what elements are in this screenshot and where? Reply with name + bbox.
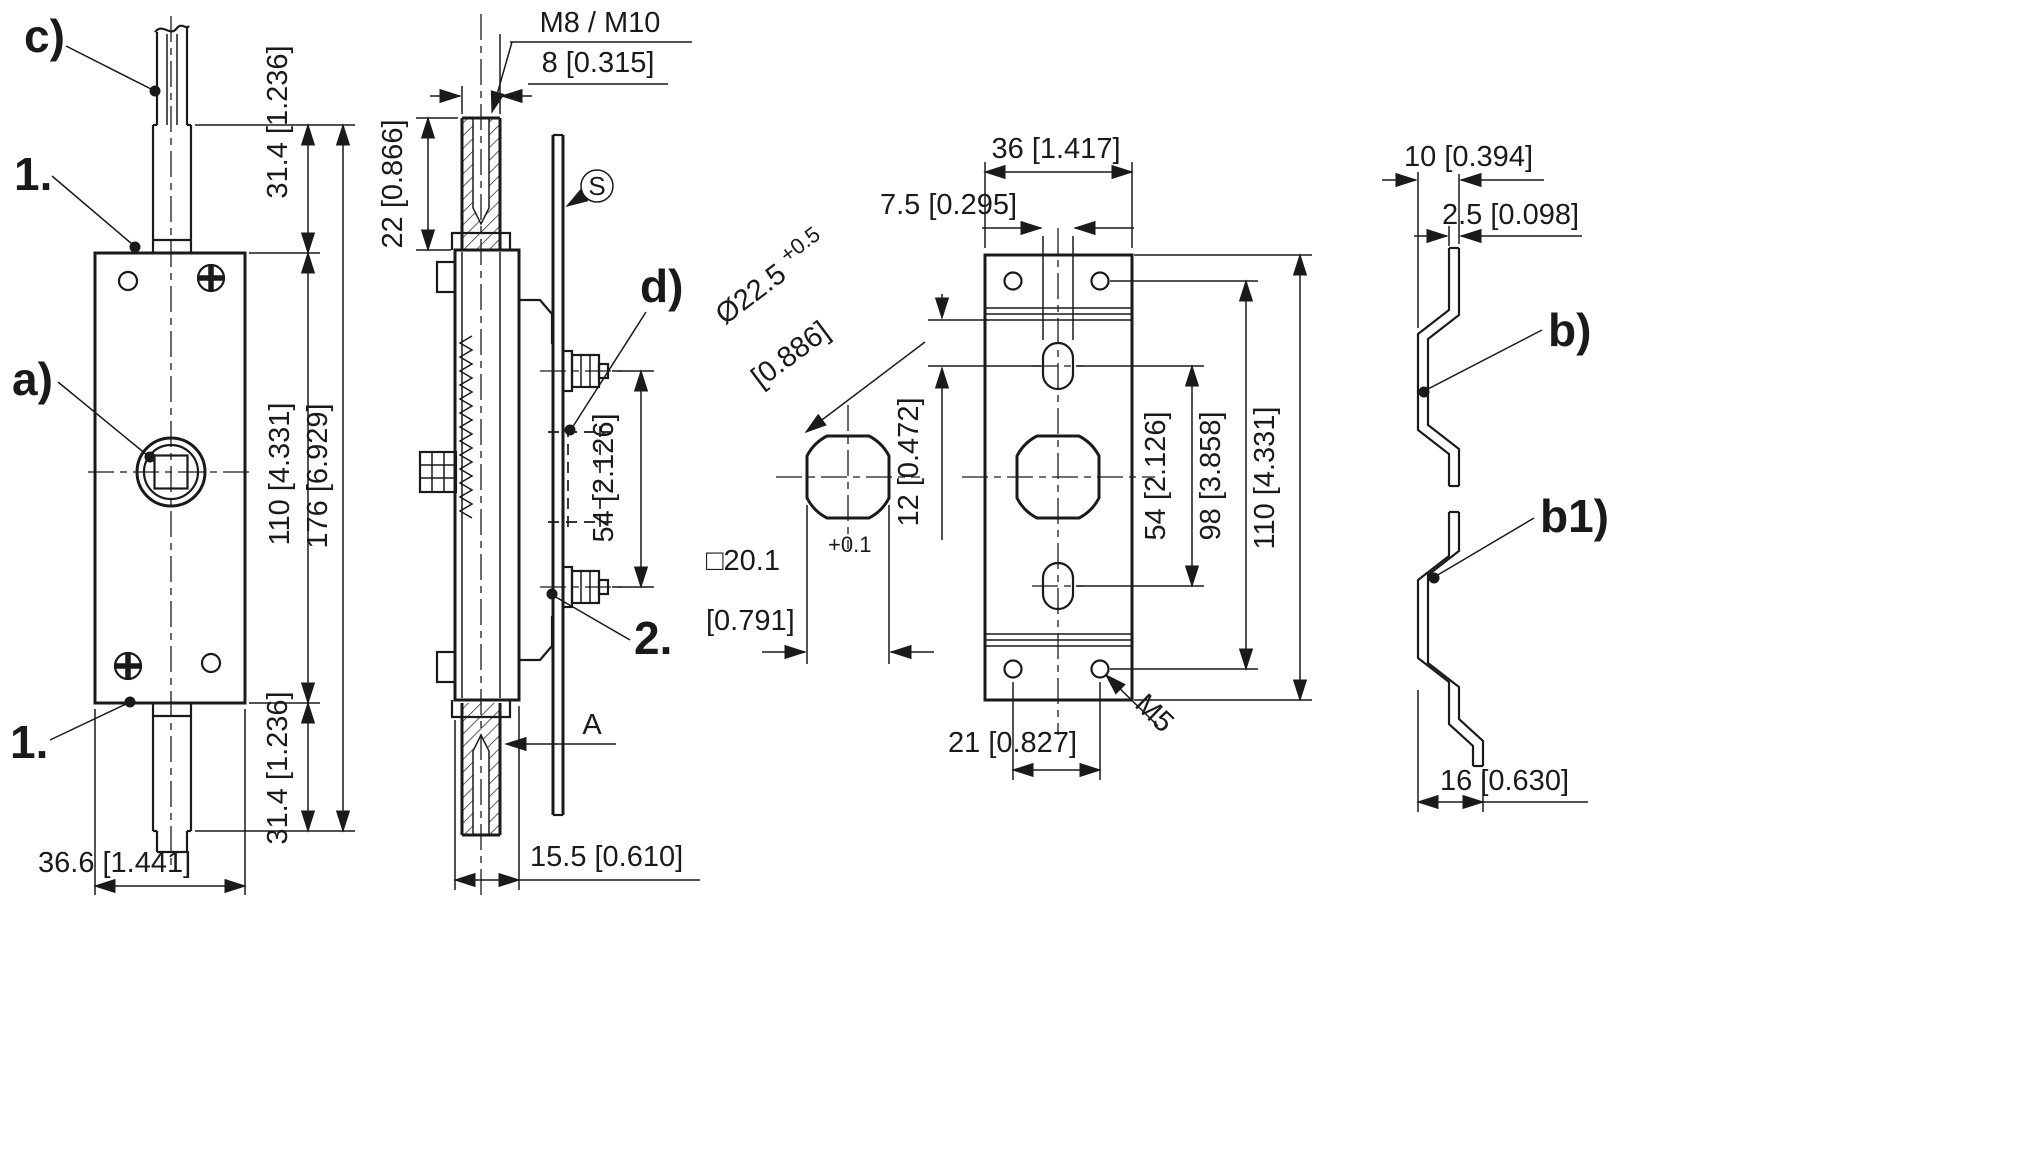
screw-bottom-left — [113, 651, 143, 681]
front-view-dimensions: 31.4 [1.236] 110 [4.331] 176 [6.929] 31.… — [38, 45, 355, 895]
plate-hole-top-left — [1003, 271, 1023, 291]
dim-rod-width: 8 [0.315] — [542, 47, 655, 79]
leader-dot — [144, 451, 156, 463]
dim-profile-thickness: 2.5 [0.098] — [1442, 199, 1579, 231]
threaded-rod-bottom — [460, 703, 502, 837]
spring-clip-top — [519, 298, 554, 344]
nut-lower — [540, 565, 622, 609]
plate-view: 36 [1.417] 7.5 [0.295] 12 [0.472] 54 [2.… — [880, 133, 1312, 780]
dim-square: □20.1 — [706, 545, 780, 577]
leader-dot — [1428, 572, 1440, 584]
callout-1-bottom: 1. — [10, 696, 136, 768]
dim-hole-span: 98 [3.858] — [1195, 412, 1227, 541]
spring-clip-bottom — [519, 616, 554, 662]
profile-b — [1416, 246, 1461, 488]
hole-top-left — [117, 270, 139, 292]
nut-upper — [540, 349, 622, 393]
lock-body-side — [453, 248, 521, 702]
latch-rod-top — [151, 24, 193, 253]
dim-square-tol: +0.1 — [828, 532, 871, 557]
callout-a: a) — [12, 353, 156, 463]
surface-symbol-circle — [580, 169, 614, 203]
plate-hole-top-right — [1090, 271, 1110, 291]
dim-hole-pitch: 21 [0.827] — [948, 727, 1077, 759]
callout-1-top-label: 1. — [14, 148, 52, 200]
top-collar — [450, 231, 512, 250]
dim-profile-depth: 16 [0.630] — [1440, 765, 1569, 797]
dim-body-width: 36.6 [1.441] — [38, 847, 191, 879]
side-view: M8 / M10 8 [0.315] 22 [0.866] S d) 54 [2… — [377, 7, 700, 900]
latch-rod-bottom — [151, 703, 193, 854]
screw-top-right — [196, 263, 226, 293]
dim-rod-top: 31.4 [1.236] — [262, 45, 294, 198]
plate-dimensions: 36 [1.417] 7.5 [0.295] 12 [0.472] 54 [2.… — [880, 133, 1312, 780]
dim-depth: 15.5 [0.610] — [530, 841, 683, 873]
plate-octagon-hole — [1015, 434, 1101, 520]
clip-profiles: 10 [0.394] 2.5 [0.098] 16 [0.630] b) b1) — [1382, 141, 1609, 812]
section-a-label: A — [582, 709, 602, 741]
dim-plate-height: 110 [4.331] — [1249, 407, 1281, 550]
dim-rod-bottom: 31.4 [1.236] — [262, 691, 294, 844]
callout-a-label: a) — [12, 353, 53, 405]
dim-slot-spacing: 54 [2.126] — [1140, 412, 1172, 541]
front-view: c) 1. a) 1. 31.4 [ — [10, 10, 355, 895]
leader-dot — [124, 696, 136, 708]
ratchet-teeth — [458, 335, 474, 519]
dim-total-height: 176 [6.929] — [302, 403, 334, 548]
threaded-rod-top — [460, 116, 502, 250]
callout-d-label: d) — [640, 260, 683, 312]
thread-size-label: M8 / M10 — [540, 7, 661, 39]
dim-nut-spacing: 54 [2.126] — [588, 414, 620, 543]
dim-diameter: Ø22.5 — [710, 258, 792, 331]
dim-slot-width: 7.5 [0.295] — [880, 189, 1017, 221]
dim-plate-width: 36 [1.417] — [992, 133, 1121, 165]
callout-1-top: 1. — [14, 148, 141, 253]
surface-symbol-label: S — [588, 171, 605, 201]
dim-slot-offset: 12 [0.472] — [893, 398, 925, 527]
callout-c: c) — [24, 10, 161, 97]
callout-1-bottom-label: 1. — [10, 716, 48, 768]
leader-dot — [546, 588, 558, 600]
leader-dot — [1418, 386, 1430, 398]
callout-b-label: b) — [1548, 304, 1591, 356]
lock-body-outline — [93, 251, 247, 705]
side-view-dimensions: M8 / M10 8 [0.315] 22 [0.866] S d) 54 [2… — [377, 7, 700, 890]
dim-thread-length: 22 [0.866] — [377, 120, 409, 249]
leader-dot — [129, 241, 141, 253]
tab-top — [435, 260, 457, 294]
octagon-hole-detail — [805, 434, 891, 520]
callout-c-label: c) — [24, 10, 65, 62]
callout-2-label: 2. — [634, 612, 672, 664]
clamp-bolt — [418, 450, 458, 494]
tab-bottom — [435, 650, 457, 684]
leader-dot — [149, 85, 161, 97]
dim-diameter-tol: +0.5 — [775, 221, 825, 267]
spindle-hole — [135, 436, 207, 508]
dim-diameter-inch: [0.886] — [746, 315, 836, 394]
hidden-hole-lines — [548, 426, 612, 528]
callout-b: b) — [1418, 304, 1591, 398]
callout-b1: b1) — [1428, 490, 1609, 584]
callout-b1-label: b1) — [1540, 490, 1609, 542]
dim-profile-offset: 10 [0.394] — [1404, 141, 1533, 173]
profile-b1 — [1416, 510, 1485, 768]
hole-bottom-right — [200, 652, 222, 674]
door-leaf-plate — [551, 133, 565, 817]
leader-dot — [564, 424, 576, 436]
profile-dimensions: 10 [0.394] 2.5 [0.098] 16 [0.630] — [1382, 141, 1588, 812]
dim-body-height: 110 [4.331] — [264, 403, 296, 546]
plate-hole-bottom-right — [1090, 659, 1110, 679]
plate-hole-bottom-left — [1003, 659, 1023, 679]
tap-size-label: M5 — [1129, 688, 1180, 739]
dim-diameter-group: Ø22.5 +0.5 — [710, 221, 825, 331]
dim-square-inch: [0.791] — [706, 605, 795, 637]
